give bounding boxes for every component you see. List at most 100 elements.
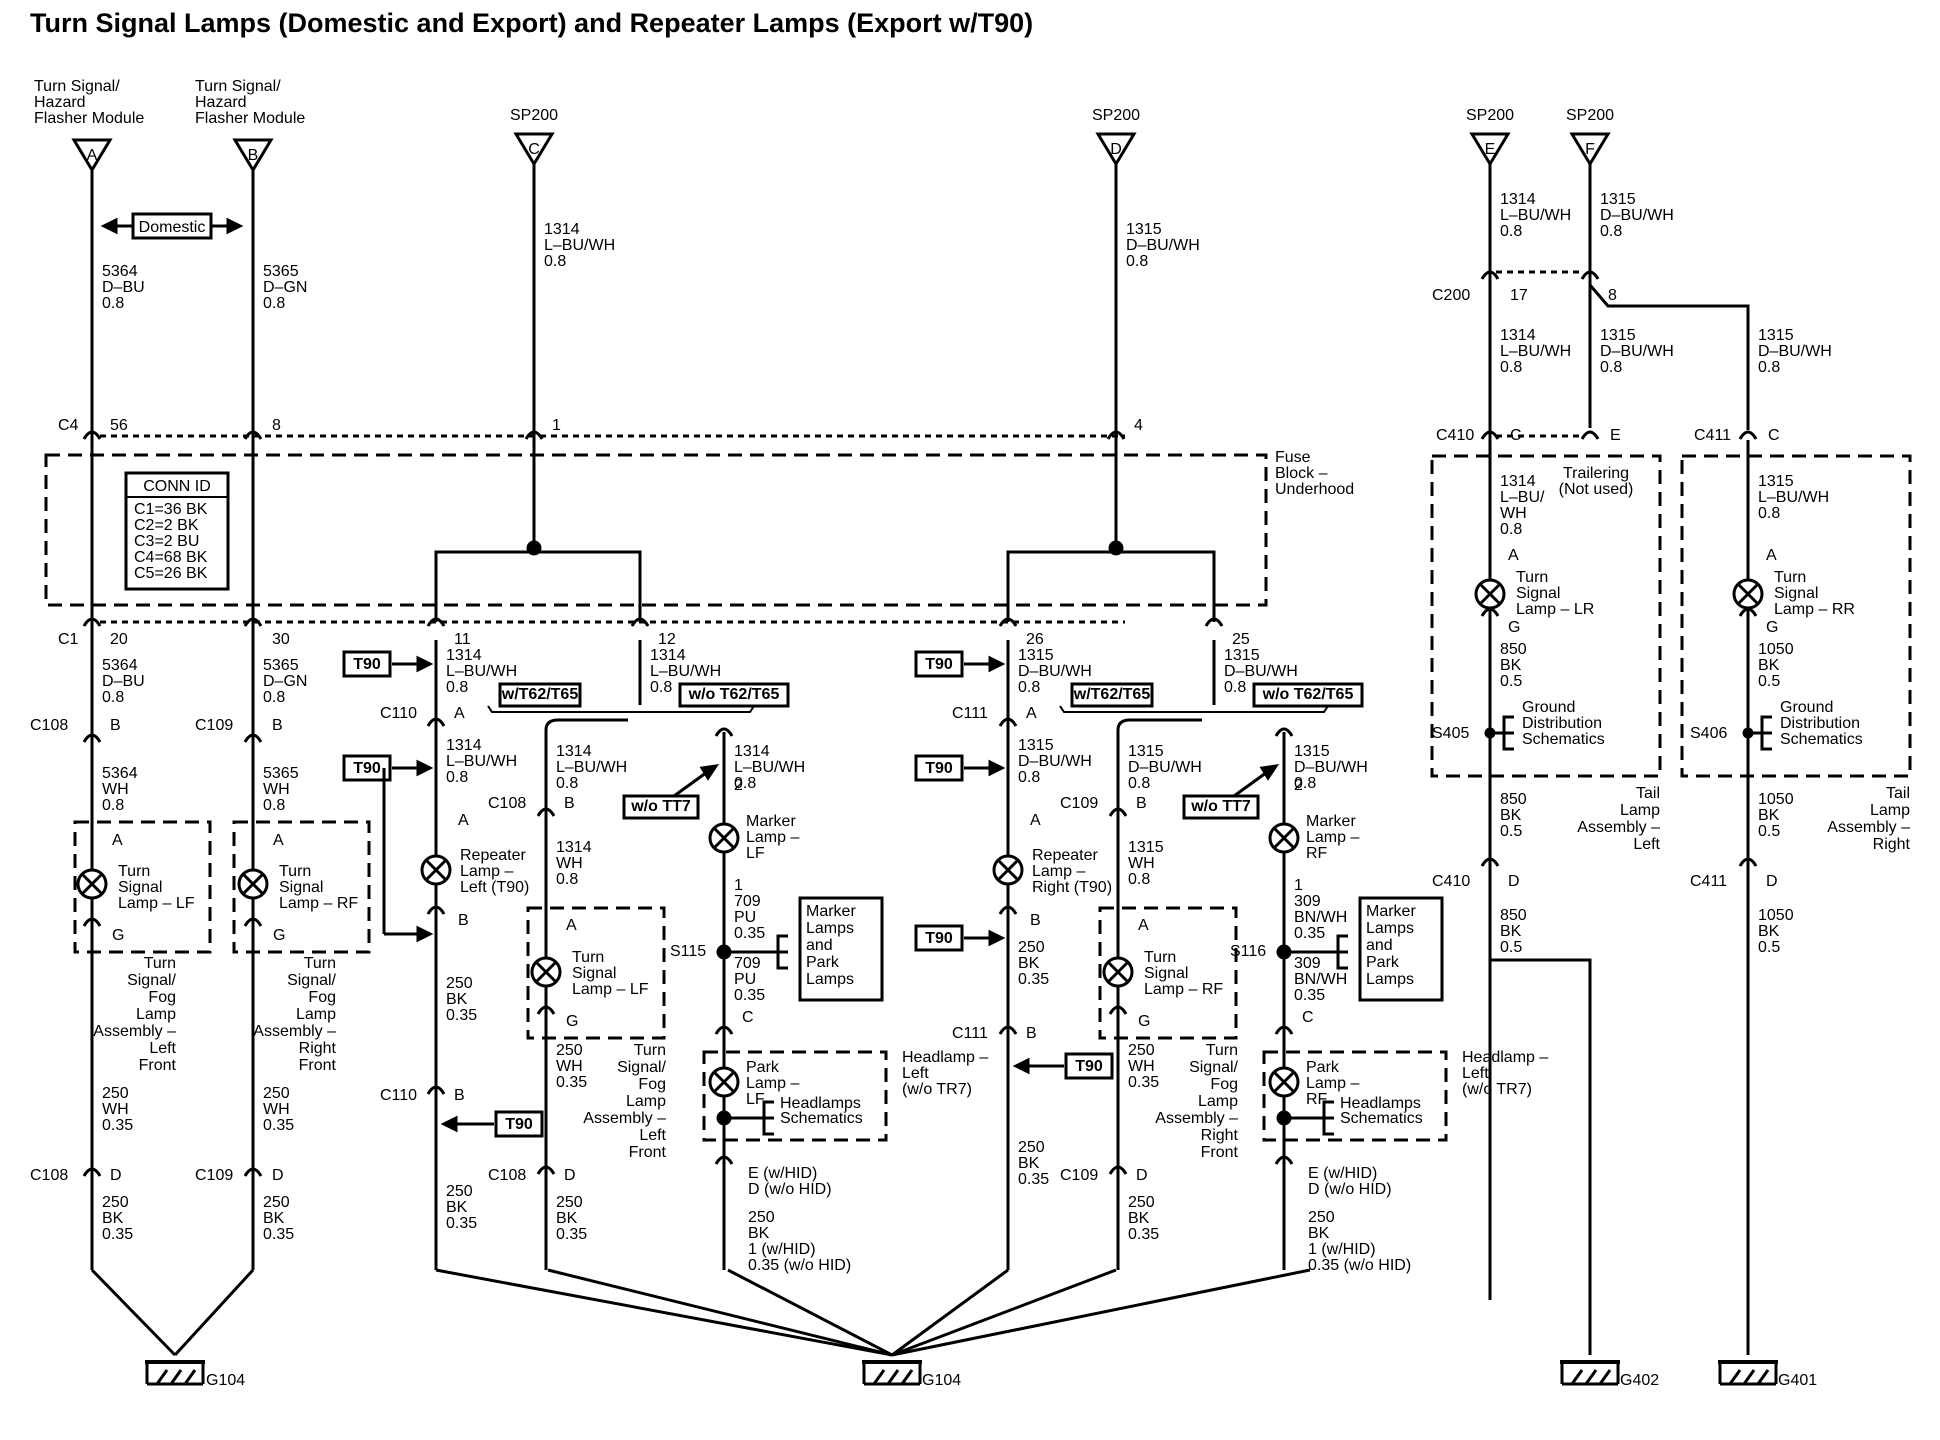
label: 0.8: [446, 769, 468, 786]
label: 0.5: [1500, 939, 1522, 956]
connector-arc: [1204, 617, 1224, 627]
label: 1: [1294, 877, 1303, 894]
connector-arc: [243, 733, 263, 743]
wire: [712, 826, 736, 850]
component-outline: [1430, 454, 1662, 778]
source-label: SP200: [510, 107, 558, 124]
label: D: [1508, 873, 1520, 890]
label: C109: [195, 1167, 233, 1184]
label: 1315: [1224, 647, 1260, 664]
label: 1315: [1018, 647, 1054, 664]
connector-arc: [1274, 1025, 1294, 1035]
connector-arc: [630, 617, 650, 627]
label: 0.35: [1018, 1171, 1049, 1188]
reference-text: and: [806, 937, 833, 954]
label: 2: [1294, 777, 1303, 794]
label: 850: [1500, 907, 1527, 924]
wire: [1272, 1070, 1296, 1094]
label: C: [1768, 427, 1780, 444]
label: 1050: [1758, 791, 1794, 808]
label: 250: [1308, 1209, 1335, 1226]
label: Headlamp –: [902, 1049, 988, 1066]
label: 0.8: [1500, 223, 1522, 240]
label: 0.5: [1758, 673, 1780, 690]
label: B: [1026, 1025, 1037, 1042]
label: BK: [263, 1210, 285, 1227]
option-label: T90: [925, 760, 953, 777]
label: L–BU/WH: [1758, 489, 1829, 506]
label: Turn: [572, 949, 604, 966]
label: C1: [58, 631, 79, 648]
component-outline: [44, 453, 1268, 607]
arrow-icon: [1259, 764, 1280, 781]
label: 0.35: [1128, 1226, 1159, 1243]
label: D–BU: [102, 673, 145, 690]
connector-arc: [714, 727, 734, 737]
label: 25: [1232, 631, 1250, 648]
arrow-icon: [699, 764, 720, 781]
label: Front: [299, 1057, 337, 1074]
label: 309: [1294, 893, 1321, 910]
source-terminal-icon: [1095, 132, 1137, 167]
connector-arc: [243, 617, 263, 627]
terminal-letter: D: [1110, 141, 1122, 158]
label: Signal/: [617, 1059, 666, 1076]
option-box: [1064, 1052, 1114, 1080]
label: E (w/HID): [748, 1165, 817, 1182]
label: Lamp –: [746, 829, 799, 846]
label: Turn: [1774, 569, 1806, 586]
label: WH: [102, 1101, 129, 1118]
label: 5365: [263, 657, 299, 674]
label: Signal: [279, 879, 323, 896]
reference-text: Lamps: [806, 920, 854, 937]
option-label: w/T62/T65: [1073, 686, 1151, 703]
label: 850: [1500, 791, 1527, 808]
label: Assembly –: [253, 1023, 336, 1040]
label: 12: [658, 631, 676, 648]
label: 0.35: [734, 987, 765, 1004]
connector-arc: [1480, 857, 1500, 867]
label: 0.8: [556, 775, 578, 792]
label: C108: [488, 795, 526, 812]
option-box: [498, 682, 582, 708]
option-box: [131, 212, 213, 240]
label: Signal: [118, 879, 162, 896]
label: 1315: [1128, 743, 1164, 760]
bracket: [1760, 715, 1772, 751]
label: BK: [446, 1199, 468, 1216]
reference-text: Marker: [806, 903, 856, 920]
label: D: [1136, 1167, 1148, 1184]
source-label: Flasher Module: [195, 110, 305, 127]
label: Headlamps: [1340, 1095, 1421, 1112]
label: B: [272, 717, 283, 734]
label: D–BU/WH: [1758, 343, 1832, 360]
connector-arc: [714, 1025, 734, 1035]
label: 1 (w/HID): [748, 1241, 816, 1258]
label: 1050: [1758, 641, 1794, 658]
label: Fog: [308, 989, 336, 1006]
label: Signal: [572, 965, 616, 982]
label: Right: [1201, 1127, 1239, 1144]
label: 0.8: [1018, 769, 1040, 786]
label: Block –: [1275, 465, 1328, 482]
connector-arc: [1108, 1165, 1128, 1175]
label: S116: [1230, 943, 1266, 960]
bracket: [1336, 934, 1348, 970]
label: D: [564, 1167, 576, 1184]
label: Fuse: [1275, 449, 1311, 466]
label: 0.8: [1128, 775, 1150, 792]
bracket: [487, 705, 755, 713]
label: WH: [556, 855, 583, 872]
label: 0.8: [1128, 871, 1150, 888]
label: Fog: [1210, 1076, 1238, 1093]
label: 250: [1128, 1194, 1155, 1211]
label: Right (T90): [1032, 879, 1112, 896]
label: C1=36 BK: [134, 501, 208, 518]
wire: [434, 550, 642, 622]
label: A: [566, 917, 577, 934]
label: WH: [263, 1101, 290, 1118]
label: 0.8: [544, 253, 566, 270]
label: Turn: [118, 863, 150, 880]
label: WH: [1500, 505, 1527, 522]
